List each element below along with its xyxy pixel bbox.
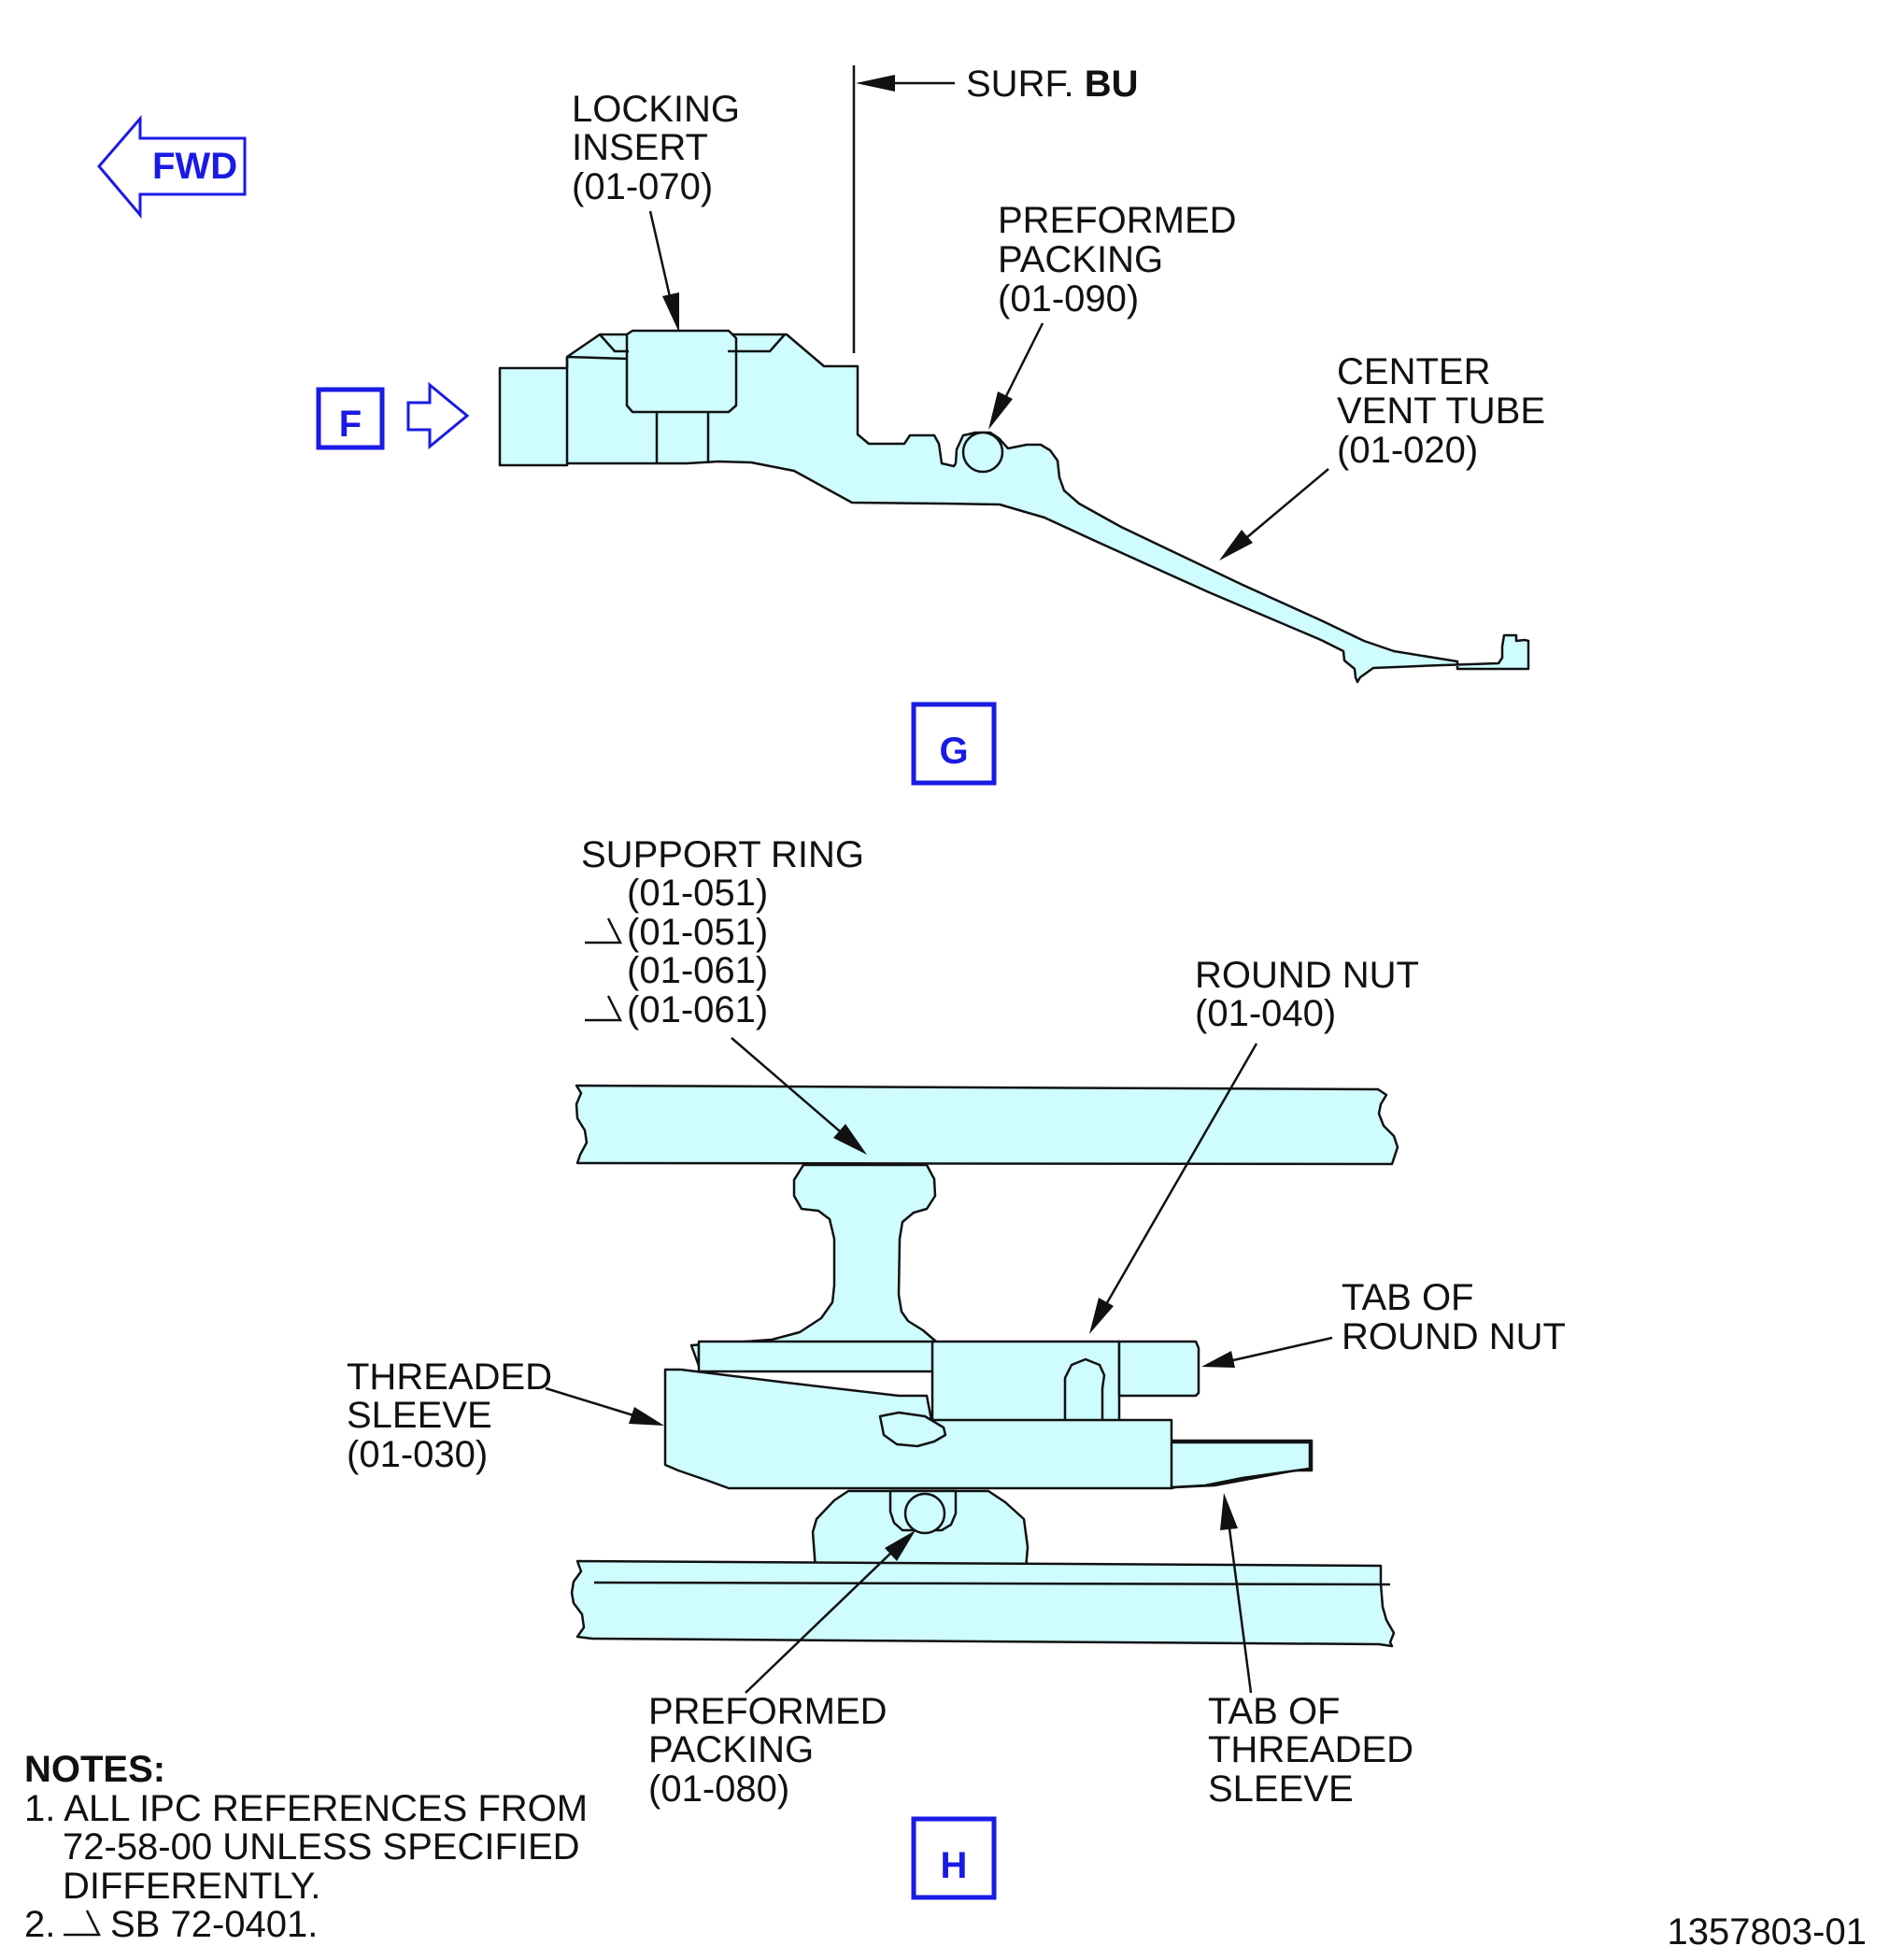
notes-block: NOTES: 1. ALL IPC REFERENCES FROM 72-58-… [24,1749,598,1945]
fwd-arrow-indicator: FWD [97,114,247,220]
preformed-packing-h-arrowhead [885,1530,916,1561]
support-ring-base-part [697,1340,936,1373]
threaded-sleeve-tab-label: TAB OF THREADED SLEEVE [1208,1691,1424,1810]
support-ring-callout: SUPPORT RING (01-051) (01-051) (01-061) … [581,834,874,1155]
preformed-packing-g-leader [1003,322,1044,399]
support-ring-label: SUPPORT RING (01-051) (01-051) (01-061) … [581,834,874,1030]
view-f-marker: F [316,381,470,450]
sb-flag-icon [64,1910,102,1937]
threaded-sleeve-label: THREADED SLEEVE (01-030) [347,1356,562,1475]
support-ring-part [689,1163,938,1368]
locking-insert-part [625,329,738,414]
view-h-assembly [570,1084,1399,1648]
note-2-text: SB 72-0401. [110,1904,318,1945]
support-ring-arrowhead [833,1124,867,1155]
preformed-packing-h-callout: PREFORMED PACKING (01-080) [648,1530,916,1810]
surface-bu-label: SURF. BU [966,64,1138,105]
view-f-box [316,387,385,450]
view-h-box [911,1816,997,1900]
round-nut-tab-arrowhead [1201,1351,1235,1368]
threaded-sleeve-tab-part [1170,1441,1312,1489]
threaded-sleeve-tab-callout: TAB OF THREADED SLEEVE [1208,1493,1424,1810]
preformed-packing-g-callout: PREFORMED PACKING (01-090) [988,200,1247,430]
preformed-packing-h-part [903,1492,946,1535]
threaded-sleeve-tab-leader [1228,1527,1253,1694]
notes-title: NOTES: [24,1749,165,1790]
threaded-sleeve-arrowhead [629,1407,664,1426]
locking-insert-seat-lines [565,334,786,463]
view-g-box [911,702,997,786]
drawing-number: 1357803-01 [1667,1911,1867,1953]
threaded-sleeve-groove [878,1411,947,1448]
threaded-sleeve-tab-arrowhead [1220,1493,1238,1530]
view-g-label: G [939,731,968,772]
center-vent-tube-part [498,333,1530,684]
round-nut-slot [1063,1357,1106,1423]
fwd-label: FWD [152,146,237,187]
threaded-sleeve-leader [545,1386,634,1417]
preformed-packing-g-arrowhead [988,391,1013,430]
round-nut-leader [1103,1043,1258,1307]
preformed-packing-g-part [961,431,1004,474]
center-vent-tube-arrowhead [1219,530,1253,561]
preformed-packing-h-label: PREFORMED PACKING (01-080) [648,1691,898,1810]
view-f-arrow-icon [406,381,470,450]
threaded-sleeve-callout: THREADED SLEEVE (01-030) [347,1356,664,1475]
lower-structure-edge [593,1581,1391,1586]
view-g-marker: G [911,702,997,786]
threaded-sleeve-part [663,1368,1314,1490]
center-vent-tube-label: CENTER VENT TUBE (01-020) [1337,351,1555,471]
round-nut-callout: ROUND NUT (01-040) [1089,955,1428,1334]
round-nut-arrowhead [1089,1298,1114,1334]
note-1: 1. ALL IPC REFERENCES FROM 72-58-00 UNLE… [24,1788,598,1907]
view-g-assembly [498,329,1530,684]
fwd-arrow-icon [97,114,247,220]
locking-insert-leader [648,210,673,302]
note-2-prefix: 2. [24,1904,55,1945]
lower-structure-part [570,1559,1396,1648]
view-f-label: F [339,404,362,445]
round-nut-tab-label: TAB OF ROUND NUT [1342,1277,1566,1357]
round-nut-tab-callout: TAB OF ROUND NUT [1201,1277,1566,1368]
support-ring-leader [731,1037,841,1132]
sb-flag-icon [585,995,623,1022]
preformed-packing-h-leader [745,1552,892,1694]
surface-bu-reference: SURF. BU [852,64,1138,353]
sb-flag-icon [585,917,623,944]
locking-insert-arrowhead [662,292,679,333]
locking-insert-label: LOCKING INSERT (01-070) [572,89,750,207]
round-nut-label: ROUND NUT (01-040) [1195,955,1428,1034]
preformed-packing-g-label: PREFORMED PACKING (01-090) [998,200,1247,320]
center-vent-tube-leader [1246,468,1329,538]
surface-bu-arrowhead [856,75,895,92]
view-h-marker: H [911,1816,997,1900]
view-h-label: H [941,1845,968,1886]
upper-structure-part [575,1084,1399,1166]
round-nut-tab-part [1117,1340,1200,1398]
round-nut-tab-leader [1232,1336,1333,1362]
surface-bu-code: BU [1085,64,1139,105]
center-vent-tube-callout: CENTER VENT TUBE (01-020) [1219,351,1555,561]
locking-insert-callout: LOCKING INSERT (01-070) [572,89,750,333]
surface-bu-prefix: SURF. [966,64,1074,105]
